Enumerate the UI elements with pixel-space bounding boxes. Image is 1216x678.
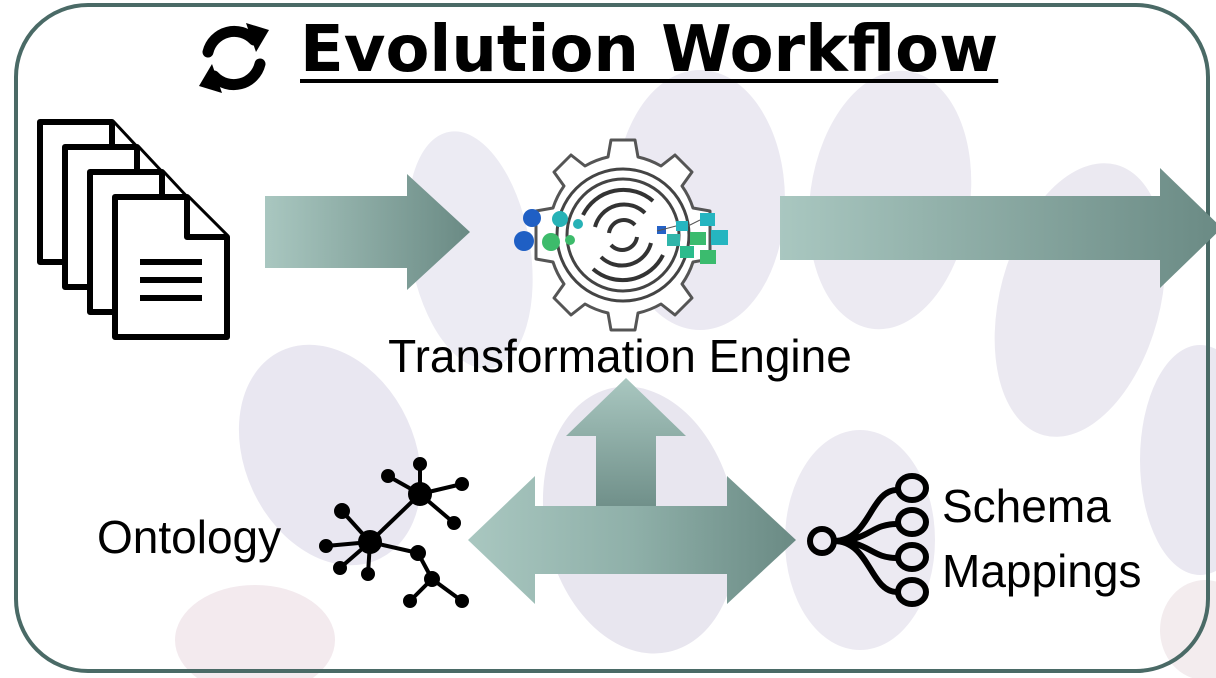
- tree-mapping-icon: [807, 473, 929, 607]
- graph-network-icon: [319, 457, 469, 608]
- gear-transform-icon: [514, 138, 728, 332]
- arrow-ontology-schema: [468, 476, 796, 604]
- engine-label: Transformation Engine: [388, 330, 852, 382]
- arrow-engine-to-output: [780, 168, 1216, 288]
- arrow-input-to-engine: [265, 174, 470, 290]
- frame-border: [14, 3, 1210, 673]
- schema-label-line1: Schema: [942, 480, 1111, 532]
- diagram-title: Evolution Workflow: [300, 13, 999, 87]
- documents-stack-icon: [37, 119, 230, 340]
- arrow-up-to-engine: [566, 378, 686, 520]
- sync-icon: [199, 23, 269, 93]
- schema-label-line2: Mappings: [942, 545, 1141, 597]
- ontology-label: Ontology: [97, 511, 281, 563]
